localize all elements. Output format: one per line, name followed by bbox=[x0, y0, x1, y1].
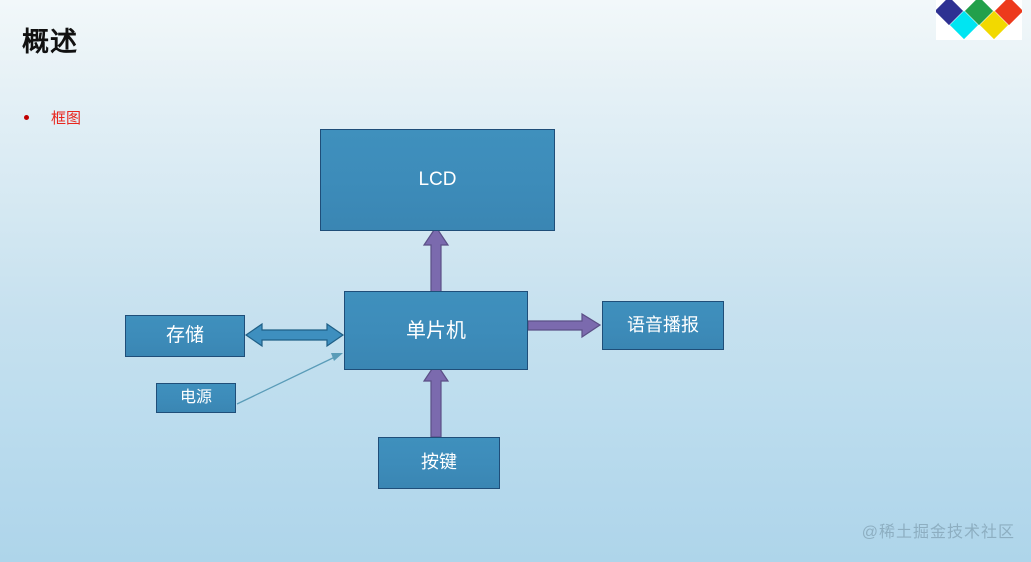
arrow-store-mcu-bidirectional bbox=[244, 322, 345, 348]
diagram-node-keys[interactable]: 按键 bbox=[378, 437, 500, 489]
diagram-node-power-label: 电源 bbox=[179, 389, 212, 407]
diagram-node-storage-label: 存储 bbox=[165, 324, 204, 346]
diamond-cyan-icon bbox=[949, 10, 979, 40]
bullet-dot-icon bbox=[24, 115, 29, 120]
diagram-node-mcu-label: 单片机 bbox=[406, 319, 466, 342]
diagram-node-power[interactable]: 电源 bbox=[156, 383, 236, 413]
diamond-logo-icon bbox=[936, 0, 1022, 40]
diamond-red-icon bbox=[994, 0, 1022, 26]
bullet-item-label: 框图 bbox=[51, 110, 82, 127]
diamond-green-icon bbox=[964, 0, 994, 26]
diagram-node-voice-broadcast-label: 语音播报 bbox=[627, 314, 699, 335]
page-title: 概述 bbox=[22, 27, 78, 57]
diagram-node-storage[interactable]: 存储 bbox=[125, 315, 245, 357]
diagram-node-voice-broadcast[interactable]: 语音播报 bbox=[602, 301, 724, 350]
diagram-node-mcu[interactable]: 单片机 bbox=[344, 291, 528, 370]
diagram-node-keys-label: 按键 bbox=[421, 452, 457, 473]
diagram-node-lcd[interactable]: LCD bbox=[320, 129, 555, 231]
arrowhead-power-to-mcu bbox=[331, 353, 343, 361]
arrow-mcu-to-voice bbox=[527, 312, 602, 339]
watermark: @稀土掘金技术社区 bbox=[861, 524, 1015, 541]
arrow-mcu-to-lcd bbox=[422, 225, 450, 296]
diamond-logo bbox=[936, 0, 1022, 40]
arrow-key-to-mcu bbox=[422, 361, 450, 438]
diamond-dark-blue-icon bbox=[936, 0, 964, 26]
line-power-to-mcu bbox=[236, 355, 338, 405]
bullet-list-item: 框图 bbox=[24, 107, 81, 128]
diagram-node-lcd-label: LCD bbox=[418, 168, 457, 190]
diamond-yellow-icon bbox=[979, 10, 1009, 40]
